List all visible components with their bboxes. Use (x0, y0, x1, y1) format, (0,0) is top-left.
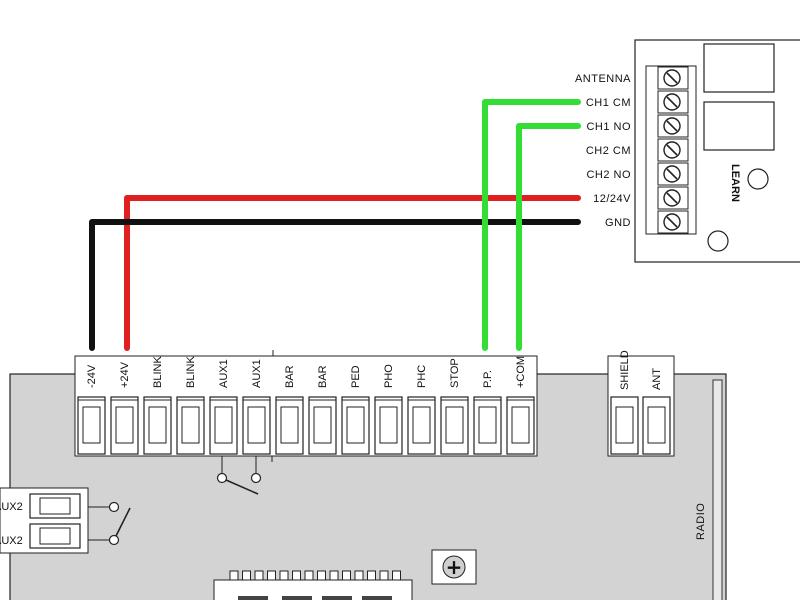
rx-label-ch1-no: CH1 NO (586, 121, 631, 133)
terminal-label-shield: SHIELD (619, 350, 631, 390)
plus-button[interactable] (431, 549, 477, 585)
aux2-label-2: AUX2 (0, 535, 23, 547)
rx-terminal-gnd (657, 210, 689, 234)
rx-terminal-ch2-cm (657, 138, 689, 162)
terminal-ant: ANT (642, 368, 671, 455)
rx-terminal-antenna (657, 66, 689, 90)
rx-label-ch2-no: CH2 NO (586, 169, 631, 181)
aux2-switch-symbol (88, 501, 131, 546)
terminal-label-aux1: AUX1 (218, 359, 230, 388)
rx-label-gnd: GND (605, 217, 631, 229)
terminal-label-bar: BAR (317, 365, 329, 388)
terminal-label-ped: PED (350, 365, 362, 388)
terminal-bar-6: BAR (275, 365, 304, 455)
board-side-slot (712, 379, 723, 600)
terminal-shield: SHIELD (610, 350, 639, 455)
terminal-stop-11: STOP (440, 358, 469, 455)
terminal-label-24v: -24V (86, 364, 98, 388)
terminal-label-24v: +24V (119, 361, 131, 388)
rx-terminal-12-24v (657, 186, 689, 210)
terminal-blink-3: BLINK (176, 356, 205, 455)
terminal-com-13: +COM (506, 356, 535, 455)
rx-label-antenna: ANTENNA (575, 73, 631, 85)
rx-label-12-24v: 12/24V (593, 193, 631, 205)
wire-24v-to-gnd (89, 219, 581, 351)
receiver-relay-1 (703, 43, 775, 93)
plus-icon: + (446, 555, 463, 579)
terminal-24v-0: -24V (77, 364, 106, 455)
rx-terminal-ch2-no (657, 162, 689, 186)
terminal-label-ant: ANT (651, 368, 663, 390)
terminal-ped-8: PED (341, 365, 370, 455)
aux2-connector-2 (29, 523, 81, 549)
terminal-blink-2: BLINK (143, 356, 172, 455)
terminal-phc-10: PHC (407, 365, 436, 455)
terminal-label-phc: PHC (416, 365, 428, 388)
terminal-label-blink: BLINK (185, 356, 197, 388)
terminal-label-aux1: AUX1 (251, 359, 263, 388)
rx-terminal-ch1-cm (657, 90, 689, 114)
terminal-bar-7: BAR (308, 365, 337, 455)
rx-terminal-ch1-no (657, 114, 689, 138)
wire-com-to-ch1-no (516, 123, 581, 351)
radio-label: RADIO (695, 503, 707, 540)
terminal-label-bar: BAR (284, 365, 296, 388)
terminal-p-p-12: P.P. (473, 370, 502, 455)
learn-button[interactable] (747, 168, 769, 190)
wire-p-p-to-ch1-cm (482, 99, 581, 351)
rx-label-ch2-cm: CH2 CM (586, 145, 631, 157)
terminal-aux1-5: AUX1 (242, 359, 271, 455)
aux1-switch-symbol (216, 456, 262, 495)
display-chip (213, 570, 413, 600)
aux2-label-1: AUX2 (0, 501, 23, 513)
receiver-relay-2 (703, 101, 775, 151)
rx-label-ch1-cm: CH1 CM (586, 97, 631, 109)
terminal-pho-9: PHO (374, 364, 403, 455)
learn-label: LEARN (729, 164, 741, 202)
terminal-label-com: +COM (515, 356, 527, 388)
terminal-label-stop: STOP (449, 358, 461, 388)
terminal-aux1-4: AUX1 (209, 359, 238, 455)
terminal-label-blink: BLINK (152, 356, 164, 388)
terminal-label-p-p: P.P. (482, 370, 494, 388)
wire-24v-to-12-24v (124, 195, 581, 351)
aux2-connector-1 (29, 493, 81, 519)
terminal-label-pho: PHO (383, 364, 395, 388)
terminal-24v-1: +24V (110, 361, 139, 455)
receiver-led (707, 230, 729, 252)
